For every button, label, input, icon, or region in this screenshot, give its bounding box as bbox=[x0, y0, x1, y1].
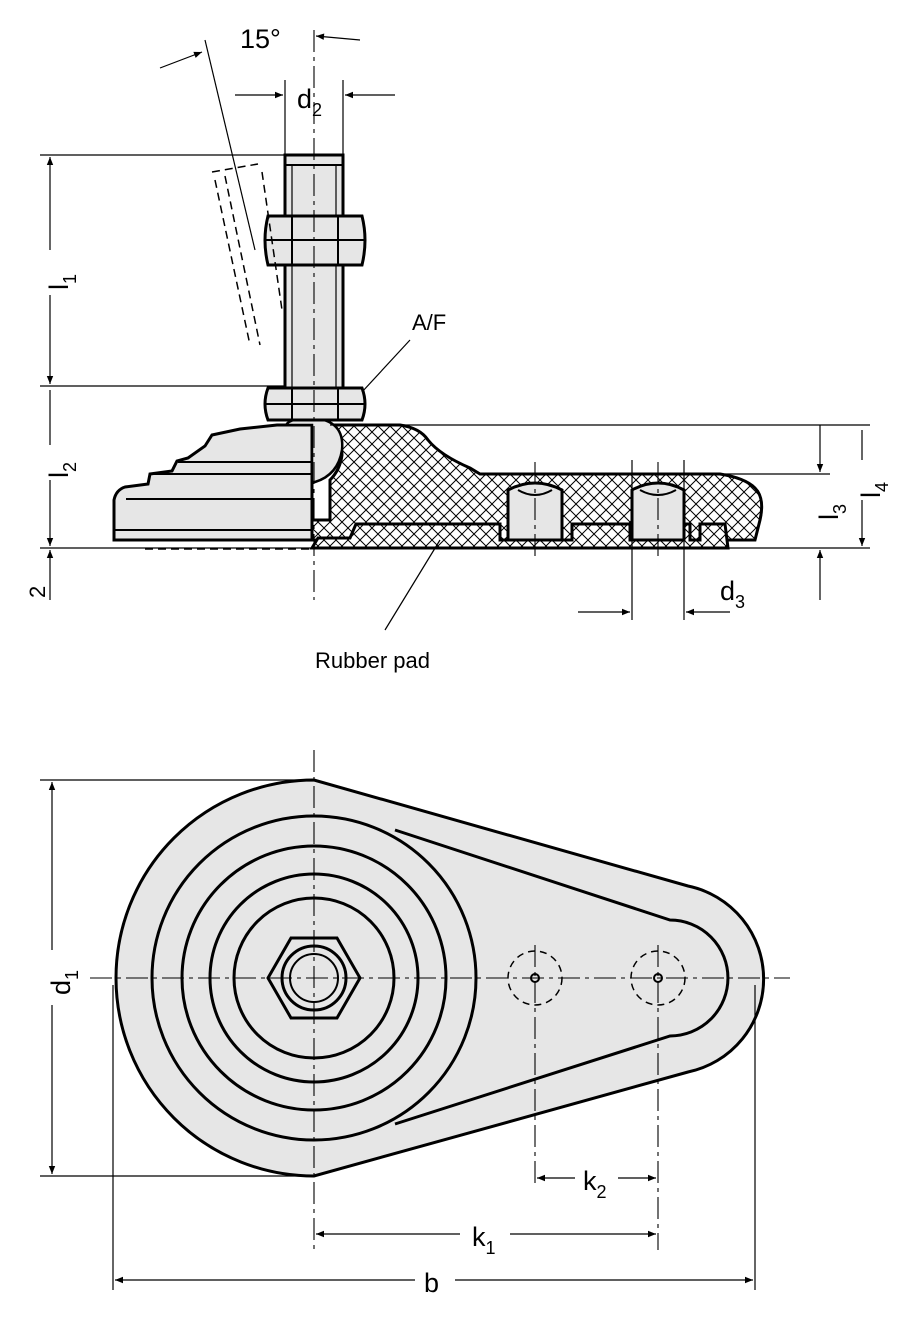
b-label: b bbox=[424, 1268, 439, 1298]
tilted-stud-outline bbox=[211, 163, 283, 346]
l1-label: l1 bbox=[44, 274, 80, 290]
k1-label: k1 bbox=[472, 1222, 496, 1258]
side-view: 15° d2 l1 l2 2 A/F l3 l4 d3 Rubber pad bbox=[25, 24, 892, 673]
l3-label: l3 bbox=[814, 504, 850, 520]
two-mm-label: 2 bbox=[25, 586, 50, 598]
d3-label: d3 bbox=[720, 576, 745, 612]
l4-label: l4 bbox=[856, 482, 892, 498]
l2-label: l2 bbox=[44, 462, 80, 478]
lower-nut bbox=[263, 386, 367, 422]
dimensions-top bbox=[40, 779, 756, 1290]
dimensions-side bbox=[40, 33, 870, 631]
d1-label: d1 bbox=[46, 970, 82, 995]
top-view: d1 k2 k1 b bbox=[40, 750, 790, 1298]
upper-nut bbox=[263, 214, 367, 267]
af-label: A/F bbox=[412, 310, 446, 335]
d2-label: d2 bbox=[297, 84, 322, 120]
base-step-lines bbox=[114, 461, 312, 531]
angle-label: 15° bbox=[240, 24, 281, 54]
flange-inner-outline bbox=[394, 828, 730, 1126]
base-left-half bbox=[112, 423, 314, 542]
k2-label: k2 bbox=[583, 1166, 607, 1202]
rubber-pad-label: Rubber pad bbox=[315, 648, 430, 673]
